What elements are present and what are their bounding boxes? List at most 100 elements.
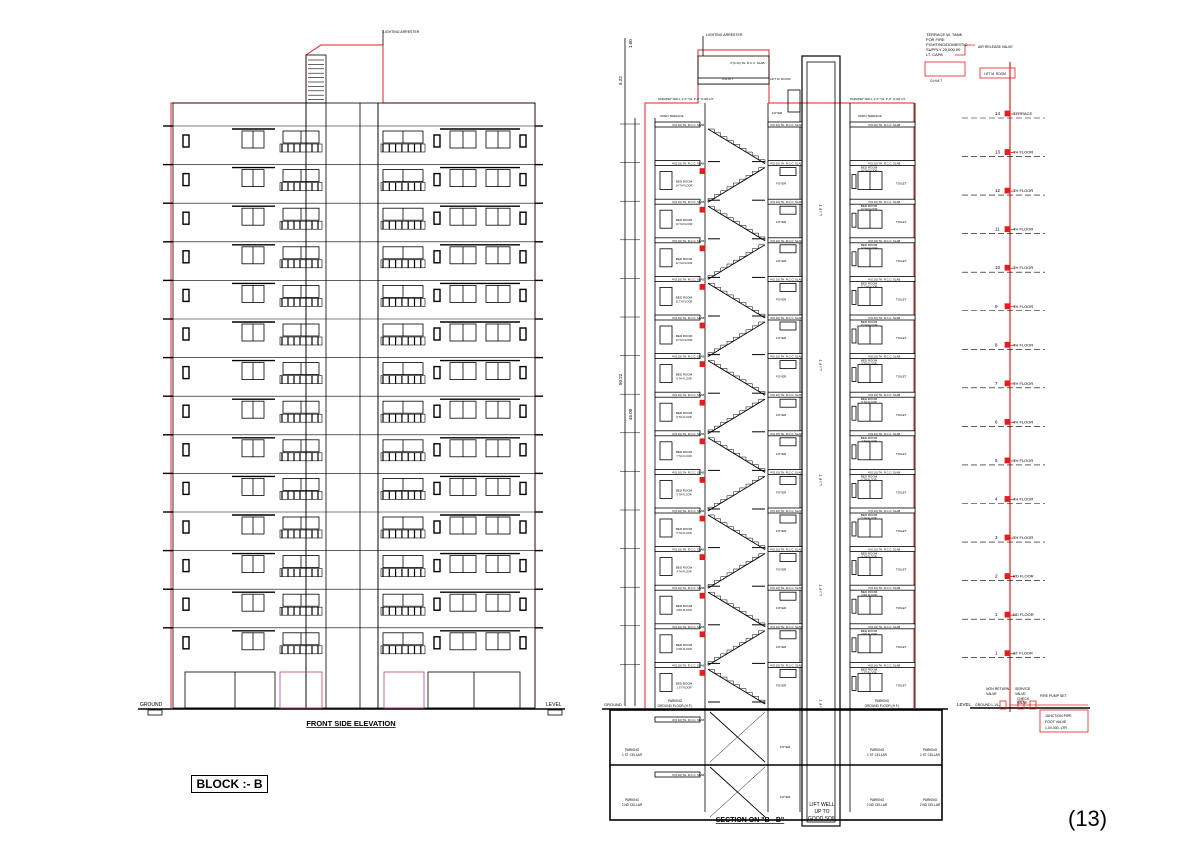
elevation-railing	[279, 298, 323, 307]
elevation-small-window	[182, 636, 190, 650]
elevation-railing	[380, 336, 426, 346]
section-slab-label: 4"(0.10) TH. R.C.C. SLAB	[672, 586, 704, 590]
section-slab-label: 4"(0.10) TH. R.C.C. SLAB	[672, 432, 704, 436]
section-slab-mid	[767, 121, 803, 128]
section-slab-label: 4"(0.10) TH. R.C.C. SLAB	[868, 509, 900, 513]
section-slab-label: 4"(0.10) TH. R.C.C. SLAB	[770, 393, 802, 397]
riser-floor-number: 4	[995, 497, 998, 502]
section-slab-mid	[767, 623, 803, 630]
elevation-small-window	[433, 443, 441, 457]
section-slab-label: 4"(0.10) TH. R.C.C. SLAB	[672, 200, 704, 204]
elevation-railing	[380, 220, 426, 230]
section-floor-name: 6 TH FLOOR	[676, 492, 691, 496]
section-fire-hose	[699, 322, 706, 329]
section-slab-label: 4"(0.10) TH. R.C.C. SLAB	[770, 663, 802, 667]
elevation-floors	[163, 59, 543, 655]
riser-floor-label: TH FLOOR	[1013, 304, 1033, 309]
section-door	[779, 437, 797, 447]
riser-floor-number: 8	[995, 342, 998, 347]
section-foyer: FOYER	[776, 568, 787, 572]
section-slab-left	[654, 468, 701, 475]
section-floor-name: 1 ST FLOOR	[676, 685, 691, 689]
section-bedroom: BED ROOM	[676, 527, 693, 531]
section-bedroom-right: BED ROOM	[861, 552, 878, 556]
riser-hydrant	[1004, 264, 1011, 271]
riser-valve	[999, 700, 1007, 710]
section-slab-left	[654, 198, 701, 205]
elevation-railing	[380, 413, 426, 423]
section-level-label: LEVEL	[957, 702, 972, 707]
section-ventilator	[851, 405, 857, 421]
section-slab-right	[849, 121, 916, 128]
riser-ohmt: O.H.M.T	[930, 79, 942, 83]
elevation-small-window	[519, 481, 527, 496]
section-slab-right	[849, 507, 916, 514]
section-slab-label: 4"(0.10) TH. R.C.C. SLAB	[868, 663, 900, 667]
section-bedroom: BED ROOM	[676, 488, 693, 492]
section-bb: 4"(0.10) TH. R.C.C. SLAB 4"(0.10) TH. R.C…	[602, 36, 948, 827]
lift-label: L I F T	[818, 584, 823, 596]
section-slab-right	[849, 391, 916, 398]
section-floor-name: 8 TH FLOOR	[676, 415, 691, 419]
section-slab-label: 4"(0.10) TH. R.C.C. SLAB	[672, 316, 704, 320]
section-slab-label: 4"(0.10) TH. R.C.C. SLAB	[672, 239, 704, 243]
section-door	[779, 669, 797, 678]
section-slab-label: 4"(0.10) TH. R.C.C. SLAB	[868, 470, 900, 474]
section-window-left	[659, 248, 673, 268]
section-slab-right	[849, 584, 916, 591]
tank-label-1: TERRACE W. TANK	[926, 32, 963, 37]
riser-floor-number: 2	[995, 574, 998, 579]
c2-parking-right: PARKING	[870, 798, 885, 802]
section-slab-label: 4"(0.10) TH. R.C.C. SLAB	[868, 586, 900, 590]
section-slab-label: 4"(0.10) TH. R.C.C. SLAB	[868, 355, 900, 359]
section-slab-left	[654, 121, 701, 128]
section-window-left	[659, 441, 673, 461]
riser-hydrant	[1004, 303, 1011, 310]
section-floor-name: 10 TH FLOOR	[676, 338, 693, 342]
section-slab-label: 4"(0.10) TH. R.C.C. SLAB	[672, 162, 704, 166]
section-slab-mid	[767, 353, 803, 360]
section-bedroom-right: BED ROOM	[861, 281, 878, 285]
riser-floor-number: 7	[995, 381, 998, 386]
section-slab-label: 4"(0.10) TH. R.C.C. SLAB	[672, 548, 704, 552]
riser-hydrant	[1004, 611, 1011, 618]
section-stair-steps	[707, 244, 765, 280]
section-toilet: TOILET	[896, 182, 907, 186]
air-valve-label: AIR RELEASE VALVE	[978, 45, 1013, 49]
elevation-small-window	[182, 520, 190, 534]
section-window-left	[659, 634, 673, 654]
section-fire-hose	[699, 438, 706, 445]
section-slab-mid	[767, 468, 803, 475]
dim-1: 1.00	[628, 39, 633, 48]
c2-far: 2 ND CELLAR	[920, 803, 941, 807]
elevation-small-window	[433, 636, 441, 650]
section-toilet: TOILET	[896, 490, 907, 494]
elevation-small-window	[433, 520, 441, 534]
elevation-railing	[279, 606, 323, 616]
section-fire-hose	[699, 283, 706, 290]
section-slab-left	[654, 391, 701, 398]
section-slab-label: 4"(0.10) TH. R.C.C. SLAB	[672, 663, 704, 667]
riser-floor-label: RD FLOOR	[1013, 574, 1034, 579]
elevation-small-window	[433, 365, 441, 380]
section-floor-name: 4 TH FLOOR	[676, 570, 691, 574]
riser-floor-label: TH FLOOR	[1013, 150, 1033, 155]
terrace-slab-label: 4"(0.10) TH. R.C.C. SLAB	[730, 61, 765, 65]
riser-floor-label: TH FLOOR	[1013, 227, 1033, 232]
elevation-railing	[380, 259, 426, 269]
section-bedroom-right: BED ROOM	[861, 667, 878, 671]
section-bedroom: BED ROOM	[676, 334, 693, 338]
riser-floor-label: TH FLOOR	[1013, 265, 1033, 270]
elevation-railing	[279, 529, 323, 539]
section-stair-flight	[707, 128, 766, 164]
section-door	[779, 553, 797, 562]
section-ventilator	[851, 676, 857, 691]
cellar-slab	[654, 771, 701, 778]
elevation-small-window	[519, 520, 527, 534]
section-stair-flight	[707, 630, 766, 666]
ohmt-tank	[924, 61, 966, 77]
section-fire-hose	[699, 245, 706, 252]
section-toilet: TOILET	[896, 568, 907, 572]
elevation-railing	[279, 491, 323, 500]
section-ventilator	[851, 598, 857, 614]
